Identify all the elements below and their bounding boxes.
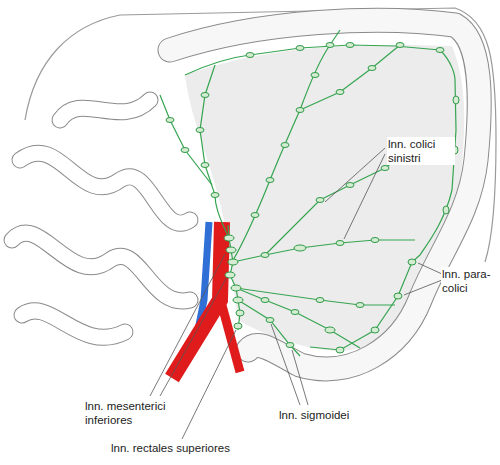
- lymph-node: [336, 347, 344, 353]
- lymph-node: [266, 178, 274, 183]
- lymph-node: [201, 93, 209, 98]
- lymph-node: [286, 343, 294, 348]
- lymph-node: [311, 73, 319, 78]
- artery-branch: [220, 298, 240, 372]
- lymph-node: [228, 259, 238, 265]
- lymph-node: [281, 143, 289, 148]
- lymph-node: [346, 43, 354, 48]
- lymph-node: [233, 297, 243, 303]
- lymph-node: [356, 303, 364, 308]
- lymph-node: [436, 48, 444, 53]
- lymph-node: [236, 310, 244, 316]
- label-text: lnn. colici sinistri: [387, 137, 455, 165]
- lymph-node: [453, 96, 459, 104]
- lymph-node: [396, 43, 404, 48]
- label-text: lnn. rectales superiores: [110, 441, 231, 455]
- lymph-node: [381, 166, 389, 171]
- lymph-node: [201, 163, 209, 168]
- lymph-node: [226, 247, 236, 253]
- lymph-node: [291, 310, 299, 315]
- lymph-node: [316, 298, 324, 303]
- lymph-node: [443, 206, 449, 214]
- lymph-node: [336, 90, 344, 95]
- lymph-node: [234, 323, 242, 329]
- lymph-node: [196, 128, 204, 133]
- lymph-node: [346, 183, 354, 188]
- lymph-vessels: [160, 30, 456, 356]
- lymph-node: [296, 46, 304, 51]
- lymph-node: [325, 327, 335, 333]
- small-intestine: [12, 100, 190, 337]
- lymph-node: [368, 66, 376, 71]
- lymph-node: [296, 108, 304, 113]
- lymph-node: [326, 43, 334, 48]
- lymph-node: [166, 118, 174, 123]
- lymph-node: [211, 193, 219, 198]
- lymph-node: [408, 259, 416, 265]
- lymph-node: [231, 285, 241, 291]
- lymph-node: [336, 241, 344, 246]
- lymph-node: [246, 53, 254, 58]
- lymph-node: [371, 238, 379, 243]
- leader-lines: [150, 148, 442, 439]
- lymph-node: [224, 235, 234, 241]
- lymph-node: [261, 253, 269, 258]
- lymph-nodes: [166, 43, 459, 354]
- lymph-node: [394, 293, 402, 299]
- lymph-node: [294, 245, 306, 251]
- label-text: lnn. sigmoidei: [278, 408, 350, 422]
- lymph-node: [266, 318, 274, 323]
- blood-vessels: [172, 222, 240, 378]
- label-text: lnn. para- colici: [441, 267, 497, 295]
- lymph-node: [251, 213, 259, 218]
- lymph-node: [181, 148, 189, 153]
- lymph-node: [316, 198, 324, 203]
- label-text: lnn. mesenterici inferiores: [84, 399, 182, 427]
- lymph-node: [371, 327, 379, 333]
- lymph-node: [261, 298, 269, 303]
